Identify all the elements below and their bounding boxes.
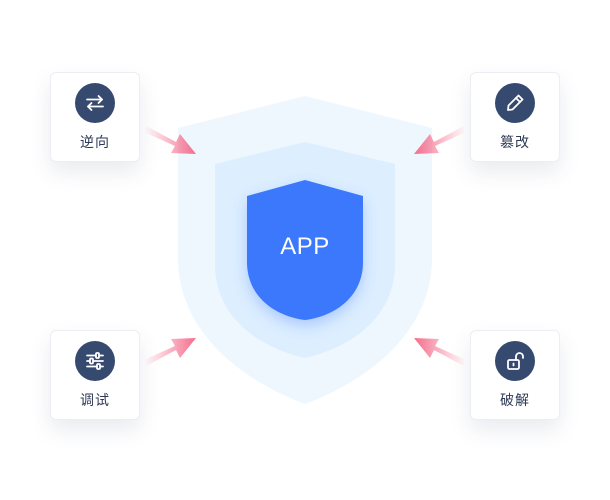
arrow-top-right [414,126,466,154]
threat-card-reverse: 逆向 [50,72,140,162]
threat-label: 破解 [500,393,530,409]
sliders-icon [75,341,115,381]
arrow-top-left [144,126,196,154]
threat-card-debug: 调试 [50,330,140,420]
swap-arrows-icon [75,83,115,123]
threat-label: 篡改 [500,135,530,151]
pencil-icon [495,83,535,123]
arrow-bottom-left [144,338,196,366]
threat-card-crack: 破解 [470,330,560,420]
inner-shield [247,180,363,320]
threat-label: 逆向 [80,135,110,151]
unlock-icon [495,341,535,381]
threat-label: 调试 [80,393,110,409]
threat-card-tamper: 篡改 [470,72,560,162]
app-label: APP [280,233,330,260]
arrow-bottom-right [414,338,466,366]
